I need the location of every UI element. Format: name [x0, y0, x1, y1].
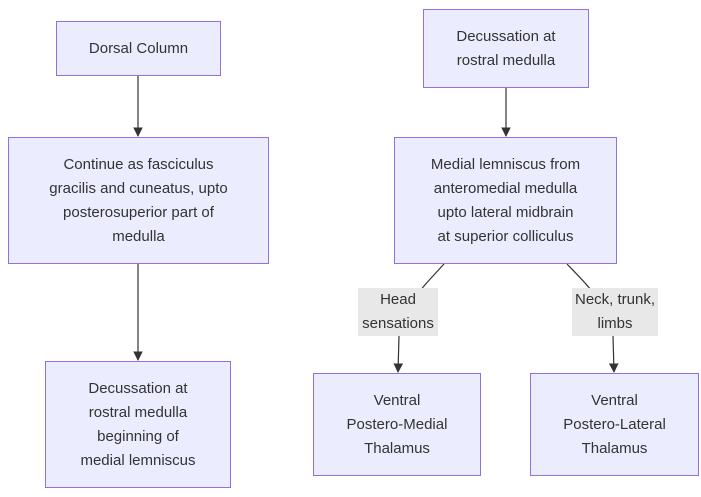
node-vpm: Ventral Postero-Medial Thalamus [313, 373, 481, 476]
node-decussation-right-label: Decussation at rostral medulla [456, 27, 556, 69]
node-decussation-beginning-label: Decussation at rostral medulla beginning… [80, 379, 196, 469]
node-dorsal-column: Dorsal Column [56, 21, 221, 76]
node-fasciculus: Continue as fasciculus gracilis and cune… [8, 137, 269, 264]
node-medial-lemniscus-label: Medial lemniscus from anteromedial medul… [430, 155, 581, 245]
node-vpm-label: Ventral Postero-Medial Thalamus [346, 391, 448, 457]
node-vpl: Ventral Postero-Lateral Thalamus [530, 373, 699, 476]
edge-label-neck-text: Neck, trunk, limbs [574, 291, 656, 332]
node-decussation-right: Decussation at rostral medulla [423, 9, 589, 88]
node-fasciculus-label: Continue as fasciculus gracilis and cune… [49, 155, 228, 245]
edge-label-head-text: Head sensations [362, 291, 434, 332]
node-dorsal-column-label: Dorsal Column [88, 39, 189, 57]
edge-label-head: Head sensations [358, 288, 438, 336]
node-decussation-beginning: Decussation at rostral medulla beginning… [45, 361, 231, 488]
node-medial-lemniscus: Medial lemniscus from anteromedial medul… [394, 137, 617, 264]
edge-label-neck: Neck, trunk, limbs [572, 288, 658, 336]
node-vpl-label: Ventral Postero-Lateral Thalamus [563, 391, 666, 457]
